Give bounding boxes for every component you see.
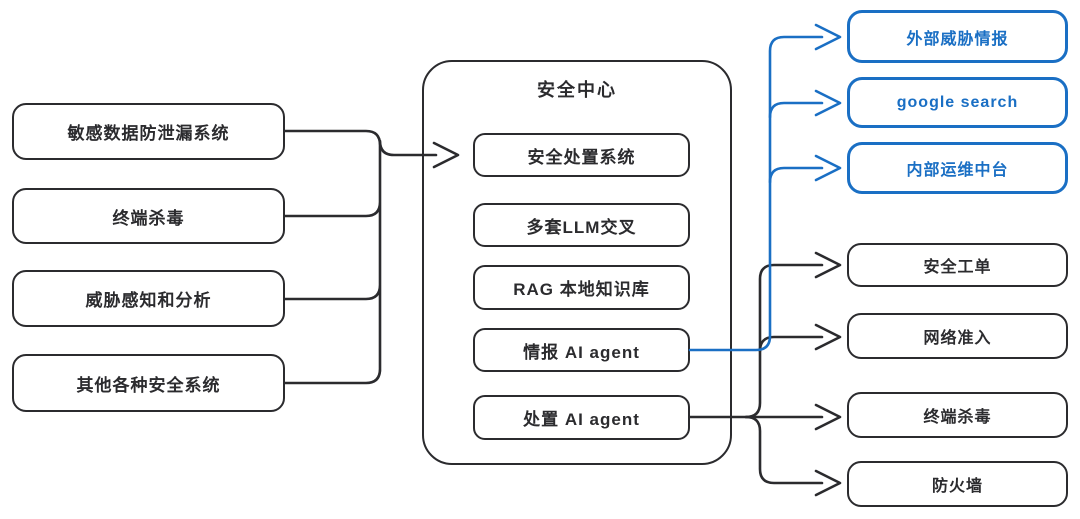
edge-intel-to-external-threat-intel — [688, 23, 842, 352]
node-endpoint-antivirus-left: 终端杀毒 — [12, 188, 285, 244]
edges-blue — [688, 23, 842, 352]
node-dlp-system: 敏感数据防泄漏系统 — [12, 103, 285, 160]
node-security-ticket: 安全工单 — [847, 243, 1068, 287]
edge-left-bus — [283, 129, 382, 385]
node-security-disposal-system: 安全处置系统 — [473, 133, 690, 177]
edge-disposal-to-security-ticket — [744, 251, 842, 419]
edge-intel-to-internal-ops-platform — [768, 154, 842, 184]
edge-bus-to-hub-arrow — [378, 139, 460, 169]
node-other-security-systems: 其他各种安全系统 — [12, 354, 285, 412]
edge-intel-to-google-search — [768, 89, 842, 119]
node-firewall: 防火墙 — [847, 461, 1068, 507]
node-multi-llm-cross: 多套LLM交叉 — [473, 203, 690, 247]
edge-disposal-to-network-access — [758, 323, 842, 353]
node-rag-local-knowledge-base: RAG 本地知识库 — [473, 265, 690, 310]
node-threat-detection-analysis: 威胁感知和分析 — [12, 270, 285, 327]
node-network-access: 网络准入 — [847, 313, 1068, 359]
node-disposal-ai-agent: 处置 AI agent — [473, 395, 690, 440]
node-google-search: google search — [847, 77, 1068, 128]
edge-disposal-to-endpoint-antivirus — [688, 403, 842, 431]
node-endpoint-antivirus-right: 终端杀毒 — [847, 392, 1068, 438]
edges-dark — [283, 129, 842, 497]
edge-disposal-to-firewall — [744, 415, 842, 497]
node-intel-ai-agent: 情报 AI agent — [473, 328, 690, 372]
security-center-title: 安全中心 — [537, 80, 617, 100]
node-internal-ops-platform: 内部运维中台 — [847, 142, 1068, 194]
node-external-threat-intel: 外部威胁情报 — [847, 10, 1068, 63]
